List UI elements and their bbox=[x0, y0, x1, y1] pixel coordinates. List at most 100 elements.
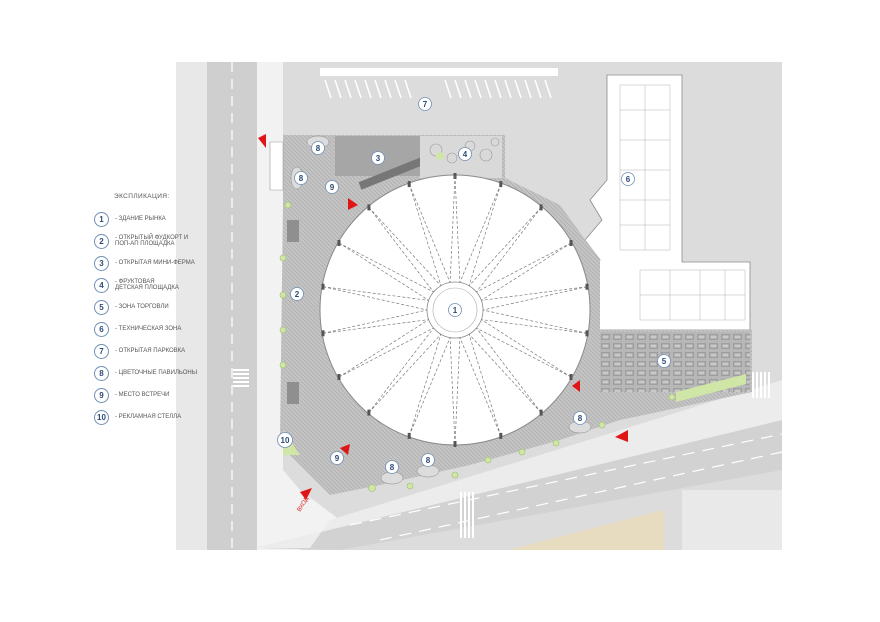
legend-number: 2 bbox=[94, 233, 109, 249]
legend-number: 6 bbox=[94, 321, 109, 337]
entry-arrows bbox=[258, 134, 628, 500]
zone-marker-label: 8 bbox=[316, 144, 321, 153]
roof-column bbox=[337, 374, 341, 380]
sand-lot bbox=[508, 510, 664, 550]
green-strip bbox=[676, 374, 746, 402]
sidewalk-left bbox=[176, 62, 207, 550]
zone-marker-circle bbox=[290, 287, 304, 301]
legend-text: - ОТКРЫТАЯ ПАРКОВКА bbox=[115, 347, 186, 354]
legend-text: - МЕСТО ВСТРЕЧИ bbox=[115, 391, 170, 398]
zone-marker-circle bbox=[458, 147, 472, 161]
legend-number: 5 bbox=[94, 299, 109, 315]
legend-number: 10 bbox=[94, 409, 109, 425]
crosswalk bbox=[752, 372, 772, 398]
legend-text: - ОТКРЫТЫЙ ФУДКОРТ И ПОП-АП ПЛОЩАДКА bbox=[115, 234, 189, 248]
avenue-lane bbox=[379, 451, 783, 541]
zone-marker-label: 4 bbox=[463, 150, 468, 159]
zone-marker: 9 bbox=[325, 180, 339, 194]
zone-marker-circle bbox=[421, 453, 435, 467]
zone-marker-circle bbox=[621, 172, 635, 186]
zone-marker-label: 8 bbox=[390, 463, 395, 472]
legend-items: 1- ЗДАНИЕ РЫНКА 2 - ОТКРЫТЫЙ ФУДКОРТ И ПОП… bbox=[94, 208, 244, 428]
legend-text: - ТЕХНИЧЕСКАЯ ЗОНА bbox=[115, 325, 182, 332]
legend-item: 6 - ТЕХНИЧЕСКАЯ ЗОНА bbox=[94, 318, 244, 340]
legend-text: - ЗОНА ТОРГОВЛИ bbox=[115, 303, 169, 310]
roof-column bbox=[407, 181, 411, 188]
roof-column bbox=[367, 409, 371, 416]
zone-marker: 8 bbox=[294, 171, 308, 185]
zone-marker-circle bbox=[311, 141, 325, 155]
crosswalk bbox=[233, 367, 249, 389]
roof-column bbox=[569, 240, 573, 246]
zone-marker-label: 2 bbox=[295, 290, 300, 299]
legend-item: 10 - РЕКЛАМНАЯ СТЕЛЛА bbox=[94, 406, 244, 428]
zone-marker-circle bbox=[448, 303, 462, 317]
zone-marker: 6 bbox=[621, 172, 635, 186]
kiosk bbox=[287, 220, 299, 242]
kiosk bbox=[287, 382, 299, 404]
legend-item: 3 - ОТКРЫТАЯ МИНИ-ФЕРМА bbox=[94, 252, 244, 274]
zone-marker: 1 bbox=[448, 303, 462, 317]
sidewalk-avenue bbox=[255, 380, 782, 548]
lot-bottom-right bbox=[682, 490, 782, 550]
road-avenue bbox=[255, 420, 782, 550]
zone-marker: 8 bbox=[421, 453, 435, 467]
zone-marker-circle bbox=[325, 180, 339, 194]
zone-marker-label: 8 bbox=[426, 456, 431, 465]
zone-marker-label: 7 bbox=[423, 100, 428, 109]
roof-column bbox=[499, 432, 503, 439]
roof-column bbox=[337, 240, 341, 246]
zone-marker-circle bbox=[371, 151, 385, 165]
zone-marker-label: 8 bbox=[578, 414, 583, 423]
trees bbox=[279, 201, 676, 492]
zone-marker-circle bbox=[330, 451, 344, 465]
legend-text: - ЗДАНИЕ РЫНКА bbox=[115, 215, 166, 222]
legend-number: 9 bbox=[94, 387, 109, 403]
mini-farm-fence bbox=[358, 156, 427, 190]
crosswalk bbox=[458, 492, 474, 538]
zone-marker-circle bbox=[294, 171, 308, 185]
roof-column bbox=[407, 432, 411, 439]
roof-column bbox=[569, 374, 573, 380]
roof-column bbox=[499, 181, 503, 188]
legend-text: - РЕКЛАМНАЯ СТЕЛЛА bbox=[115, 413, 182, 420]
avenue-lane bbox=[349, 433, 783, 526]
zone-marker: 2 bbox=[290, 287, 304, 301]
zone-marker-circle bbox=[418, 97, 432, 111]
roof-column bbox=[585, 330, 589, 337]
roof-column bbox=[367, 204, 371, 211]
market-atrium-inner bbox=[432, 287, 478, 333]
legend-text: - ЦВЕТОЧНЫЕ ПАВИЛЬОНЫ bbox=[115, 369, 198, 376]
zone-marker: 8 bbox=[573, 411, 587, 425]
zone-marker-circle bbox=[277, 432, 293, 448]
legend-text: - ФРУКТОВАЯ ДЕТСКАЯ ПЛОЩАДКА bbox=[115, 278, 179, 292]
roof-column bbox=[321, 283, 325, 290]
roof-column bbox=[321, 330, 325, 337]
zone-marker: 7 bbox=[418, 97, 432, 111]
zone-marker: 10 bbox=[277, 432, 293, 448]
parking-lot bbox=[320, 68, 558, 99]
zone-marker-label: 9 bbox=[335, 454, 340, 463]
zone-marker-circle bbox=[385, 460, 399, 474]
zone-marker: 4 bbox=[458, 147, 472, 161]
legend-text: - ОТКРЫТАЯ МИНИ-ФЕРМА bbox=[115, 259, 195, 266]
legend-item: 8 - ЦВЕТОЧНЫЕ ПАВИЛЬОНЫ bbox=[94, 362, 244, 384]
legend-number: 3 bbox=[94, 255, 109, 271]
roof-column bbox=[539, 204, 543, 211]
legend-number: 4 bbox=[94, 277, 109, 293]
legend-item: 7- ОТКРЫТАЯ ПАРКОВКА bbox=[94, 340, 244, 362]
zone-marker-label: 5 bbox=[662, 357, 667, 366]
zone-marker-circle bbox=[657, 354, 671, 368]
zone-marker-label: 8 bbox=[299, 174, 304, 183]
zone-marker-circle bbox=[573, 411, 587, 425]
legend-item: 1- ЗДАНИЕ РЫНКА bbox=[94, 208, 244, 230]
zone-marker: 3 bbox=[371, 151, 385, 165]
zone-markers: 1 2 3 4 5 6 7 8 8 8 8 8 9 9 10 bbox=[277, 97, 671, 474]
legend-item: 2 - ОТКРЫТЫЙ ФУДКОРТ И ПОП-АП ПЛОЩАДКА bbox=[94, 230, 244, 252]
zone-marker: 8 bbox=[311, 141, 325, 155]
legend-number: 8 bbox=[94, 365, 109, 381]
technical-building-rooms bbox=[619, 84, 746, 321]
legend-item: 5 - ЗОНА ТОРГОВЛИ bbox=[94, 296, 244, 318]
roof-column bbox=[453, 441, 457, 447]
